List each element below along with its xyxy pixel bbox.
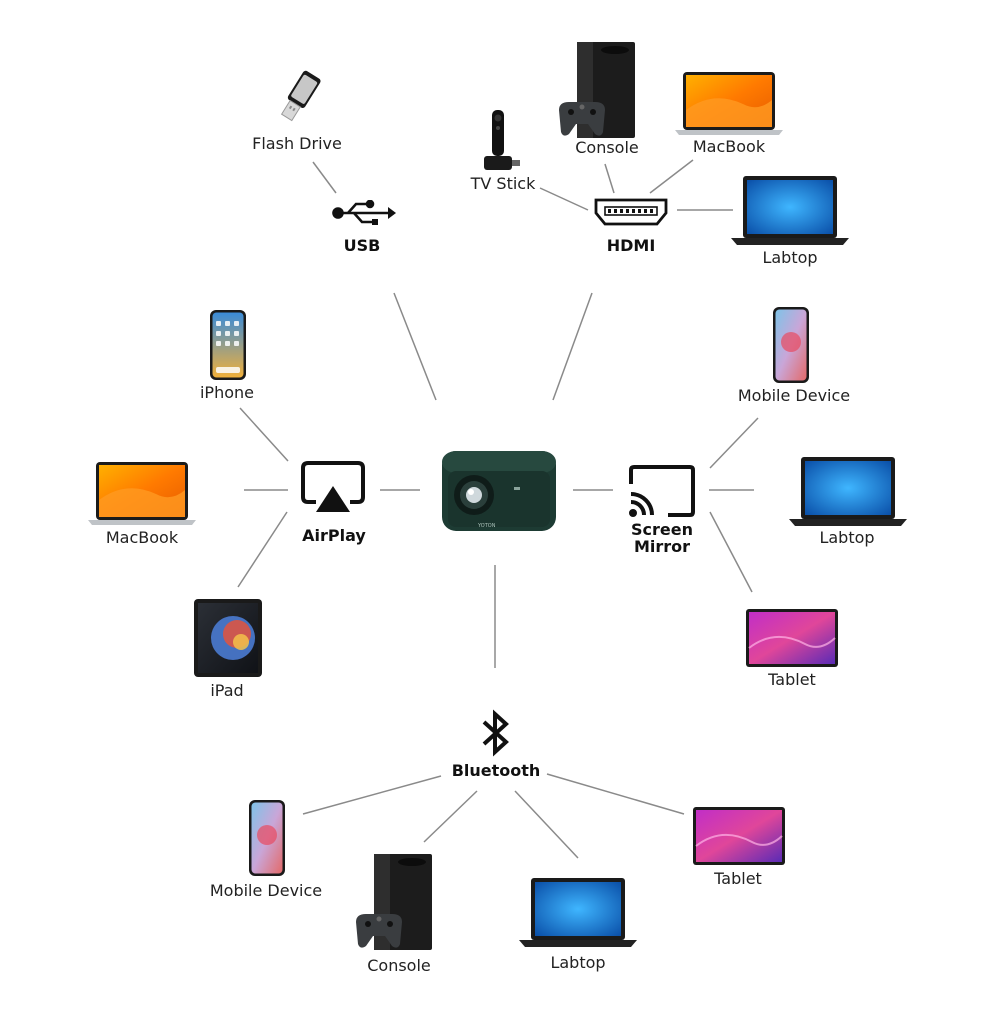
bluetooth-icon <box>482 709 509 757</box>
link-hdmi-macbook <box>649 159 694 194</box>
iphone-label: iPhone <box>199 383 254 402</box>
bluetooth-label: Bluetooth <box>451 761 541 780</box>
flash-drive-label: Flash Drive <box>252 134 342 153</box>
link-bt-console <box>423 790 478 843</box>
bt-mobile-image <box>249 800 285 876</box>
bt-laptop-label: Labtop <box>550 953 606 972</box>
hdmi-laptop-image <box>731 176 849 245</box>
airplay-icon <box>301 461 365 512</box>
link-airplay-iphone <box>239 407 289 462</box>
hdmi-macbook-image <box>675 72 783 135</box>
screen-mirror-label-line2: Mirror <box>633 537 691 556</box>
link-hdmi-console <box>604 163 615 194</box>
hdmi-laptop-label: Labtop <box>762 248 818 267</box>
mirror-laptop-image <box>789 457 907 526</box>
link-airplay-ipad <box>237 511 288 588</box>
airplay-macbook-image <box>88 462 196 525</box>
mirror-tablet-image <box>746 609 838 667</box>
screen-mirror-label-line1: Screen <box>631 520 693 539</box>
link-usb-flashdrive <box>312 161 337 194</box>
mirror-laptop-label: Labtop <box>819 528 875 547</box>
tv-stick-label: TV Stick <box>470 174 536 193</box>
hdmi-label: HDMI <box>606 236 656 255</box>
hdmi-console-image <box>559 42 635 138</box>
usb-label: USB <box>343 236 381 255</box>
projector-brand: YOTON <box>477 523 496 529</box>
usb-icon <box>332 200 396 225</box>
link-projector-usb <box>393 292 437 401</box>
mirror-tablet-label: Tablet <box>768 670 816 689</box>
link-projector-hdmi <box>552 292 593 401</box>
hdmi-icon <box>594 198 668 226</box>
ipad-image <box>194 599 262 677</box>
link-bt-laptop <box>514 790 579 859</box>
bt-tablet-image <box>693 807 785 865</box>
flash-drive-image <box>280 70 321 122</box>
hdmi-macbook-label: MacBook <box>692 137 766 156</box>
screen-mirror-icon <box>629 465 695 517</box>
bt-mobile-label: Mobile Device <box>209 881 323 900</box>
bt-console-image <box>356 854 432 950</box>
mirror-mobile-image <box>773 307 809 383</box>
iphone-image <box>210 310 246 380</box>
link-mirror-mobile <box>709 417 759 469</box>
projector-image: YOTON <box>442 451 556 531</box>
airplay-macbook-label: MacBook <box>105 528 179 547</box>
bt-console-label: Console <box>367 956 431 975</box>
link-mirror-tablet <box>709 511 753 593</box>
bt-laptop-image <box>519 878 637 947</box>
hdmi-console-label: Console <box>575 138 639 157</box>
tv-stick-image <box>484 110 520 170</box>
mirror-mobile-label: Mobile Device <box>737 386 851 405</box>
bt-tablet-label: Tablet <box>714 869 762 888</box>
ipad-label: iPad <box>210 681 244 700</box>
link-hdmi-tvstick <box>539 187 589 211</box>
airplay-label: AirPlay <box>302 526 366 545</box>
link-bt-tablet <box>546 773 685 815</box>
link-bt-mobile <box>302 775 442 815</box>
